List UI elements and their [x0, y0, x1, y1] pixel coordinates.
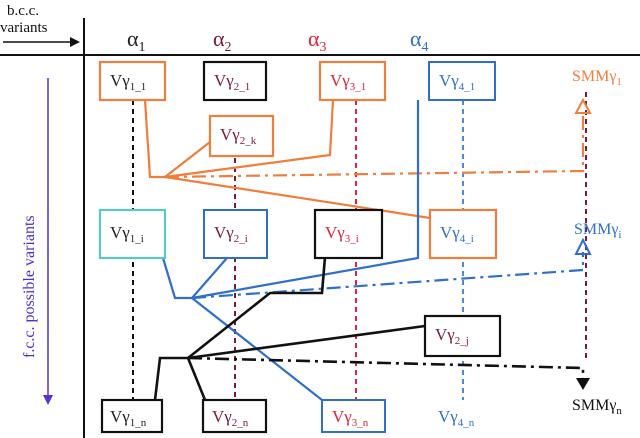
bcc-label-line2: variants: [0, 20, 48, 36]
box-v4_i: Vγ4_i: [428, 208, 498, 260]
svg-text:Vγ4_n: Vγ4_n: [438, 407, 475, 429]
svg-text:Vγ1_i: Vγ1_i: [110, 223, 144, 245]
svg-text:Vγ2_k: Vγ2_k: [220, 125, 257, 147]
black-link-v2_j: [187, 324, 426, 360]
svg-text:Vγ4_i: Vγ4_i: [440, 223, 474, 245]
black-link-v2_n: [186, 357, 207, 401]
smm-label-n: SMMγn: [572, 397, 622, 417]
box-v2_j: Vγ2_j: [423, 314, 502, 358]
box-v3_i: Vγ3_i: [313, 208, 384, 260]
svg-text:Vγ2_i: Vγ2_i: [214, 223, 248, 245]
column-headers: α1 α2 α3 α4: [127, 26, 429, 55]
svg-text:Vγ3_i: Vγ3_i: [325, 223, 359, 245]
black-link-v3_i: [187, 256, 327, 360]
black-link-v1_n: [153, 356, 188, 401]
blue-arrow-head: [574, 237, 592, 255]
svg-text:Vγ4_1: Vγ4_1: [439, 71, 475, 93]
box-v3_n: Vγ3_n: [321, 399, 386, 433]
svg-text:Vγ1_n: Vγ1_n: [110, 407, 147, 429]
fcc-arrow-head: [43, 395, 53, 405]
col-header-alpha2: α2: [213, 26, 232, 55]
orange-link-v2_k: [164, 141, 211, 178]
black-dashdot-smmn: [187, 356, 585, 380]
smm-label-1: SMMγ1: [572, 68, 622, 88]
box-v1_n: Vγ1_n: [100, 398, 164, 434]
col-header-alpha1: α1: [127, 26, 146, 55]
svg-text:Vγ2_n: Vγ2_n: [212, 407, 249, 429]
svg-text:Vγ2_1: Vγ2_1: [214, 71, 250, 93]
box-v2_n: Vγ2_n: [201, 398, 268, 434]
svg-text:Vγ3_n: Vγ3_n: [332, 407, 369, 429]
label-v4_n: Vγ4_n: [438, 407, 475, 429]
box-v2_1: Vγ2_1: [202, 60, 268, 102]
bcc-arrow-head: [70, 37, 80, 47]
svg-text:Vγ1_1: Vγ1_1: [110, 71, 146, 93]
blue-link-v2_i: [191, 257, 228, 299]
fcc-label: f.c.c. possible variants: [21, 215, 38, 358]
box-v4_1: Vγ4_1: [428, 61, 496, 101]
col-header-alpha3: α3: [308, 26, 327, 55]
black-connections: [153, 256, 585, 401]
box-v1_1: Vγ1_1: [98, 60, 167, 102]
orange-arrow-head: [574, 97, 592, 114]
box-v2_i: Vγ2_i: [203, 209, 268, 259]
svg-text:Vγ3_1: Vγ3_1: [330, 71, 366, 93]
orange-connections: [143, 99, 585, 220]
svg-text:Vγ2_j: Vγ2_j: [435, 325, 469, 347]
bcc-label-line1: b.c.c.: [7, 3, 39, 19]
blue-link-v1_i: [161, 257, 192, 300]
orange-link-v4_i: [164, 175, 431, 220]
box-v3_1: Vγ3_1: [318, 60, 387, 102]
black-arrow-head: [576, 378, 590, 390]
box-v1_i: Vγ1_i: [98, 208, 167, 260]
col-header-alpha4: α4: [410, 26, 429, 55]
orange-dashdot-smm1: [164, 112, 585, 179]
orange-link-v3_1: [164, 99, 335, 179]
orange-link-v1_1: [143, 99, 165, 179]
smm-label-i: SMMγi: [574, 221, 621, 241]
blue-link-v4_1: [191, 100, 420, 300]
box-v2_k: Vγ2_k: [208, 114, 275, 158]
